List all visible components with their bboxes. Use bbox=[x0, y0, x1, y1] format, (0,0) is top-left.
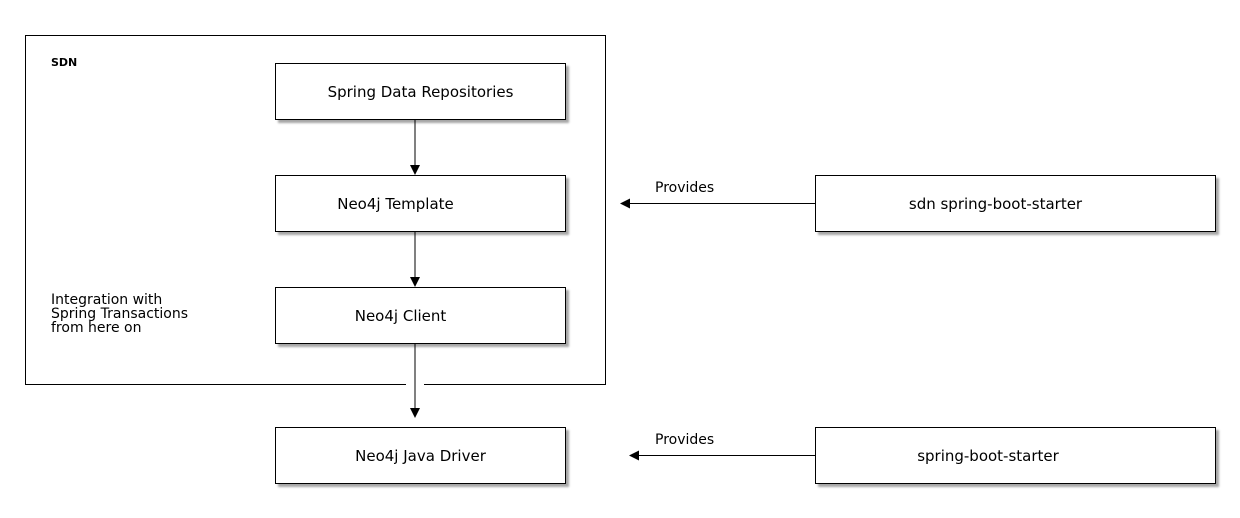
arrowhead-provides-top bbox=[620, 198, 630, 209]
edge-label-provides-bottom: Provides bbox=[655, 432, 715, 448]
node-spring-data-repositories: Spring Data Repositories bbox=[275, 63, 566, 120]
node-spring-boot-starter: spring-boot-starter bbox=[815, 427, 1216, 484]
note-line-3: from here on bbox=[51, 320, 142, 336]
note-line-2: Spring Transactions bbox=[51, 306, 189, 322]
arrowhead-client bbox=[410, 277, 420, 287]
transaction-integration-note: Integration with Spring Transactions fro… bbox=[51, 293, 188, 335]
arrowhead-template bbox=[410, 165, 420, 175]
node-neo4j-java-driver: Neo4j Java Driver bbox=[275, 427, 566, 484]
sdn-group-label: SDN bbox=[51, 56, 78, 69]
sdn-group-container bbox=[25, 35, 606, 385]
node-sdn-spring-boot-starter: sdn spring-boot-starter bbox=[815, 175, 1216, 232]
note-line-1: Integration with bbox=[51, 292, 163, 308]
arrowhead-driver bbox=[410, 408, 420, 418]
node-neo4j-client: Neo4j Client bbox=[275, 287, 566, 344]
node-neo4j-template: Neo4j Template bbox=[275, 175, 566, 232]
edge-label-provides-top: Provides bbox=[655, 180, 715, 196]
arrowhead-provides-bottom bbox=[629, 450, 639, 461]
